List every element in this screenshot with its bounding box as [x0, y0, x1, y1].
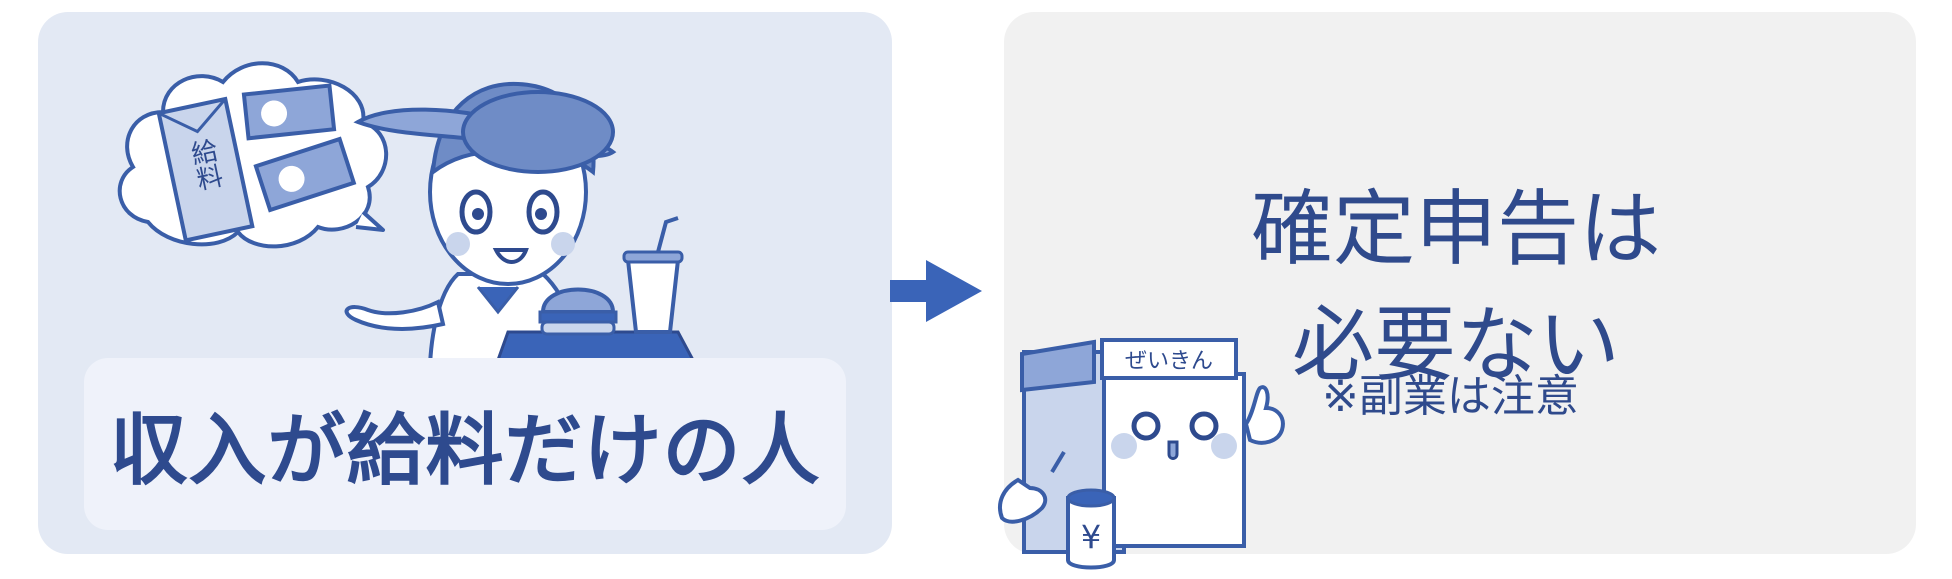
drink-icon: [622, 216, 684, 334]
tax-box-illustration: ぜいきん ¥: [998, 338, 1285, 570]
payslip-icon: 給料: [156, 96, 255, 243]
bill-icon: [253, 136, 357, 213]
condition-caption: 収入が給料だけの人: [109, 406, 821, 496]
arrow-right-icon: [890, 260, 982, 322]
food-tray: [495, 216, 696, 362]
side-job-note: ※副業は注意: [1322, 371, 1579, 422]
left-panel: 給料: [38, 12, 892, 554]
tax-box-label: ぜいきん: [1125, 349, 1213, 374]
worker-illustration: 給料: [117, 61, 696, 392]
result-title-line2: 必要ない: [1291, 298, 1621, 393]
yen-can-icon: ¥: [1066, 488, 1116, 570]
result-title-line1: 確定申告は: [1250, 182, 1662, 277]
can-yen-symbol: ¥: [1081, 518, 1101, 556]
burger-icon: [538, 287, 618, 336]
caption-box: 収入が給料だけの人: [84, 358, 846, 530]
bill-icon: [241, 83, 337, 141]
thought-bubble: 給料: [117, 61, 389, 249]
right-panel: 確定申告は 必要ない ※副業は注意 ぜいきん ¥: [998, 12, 1916, 570]
